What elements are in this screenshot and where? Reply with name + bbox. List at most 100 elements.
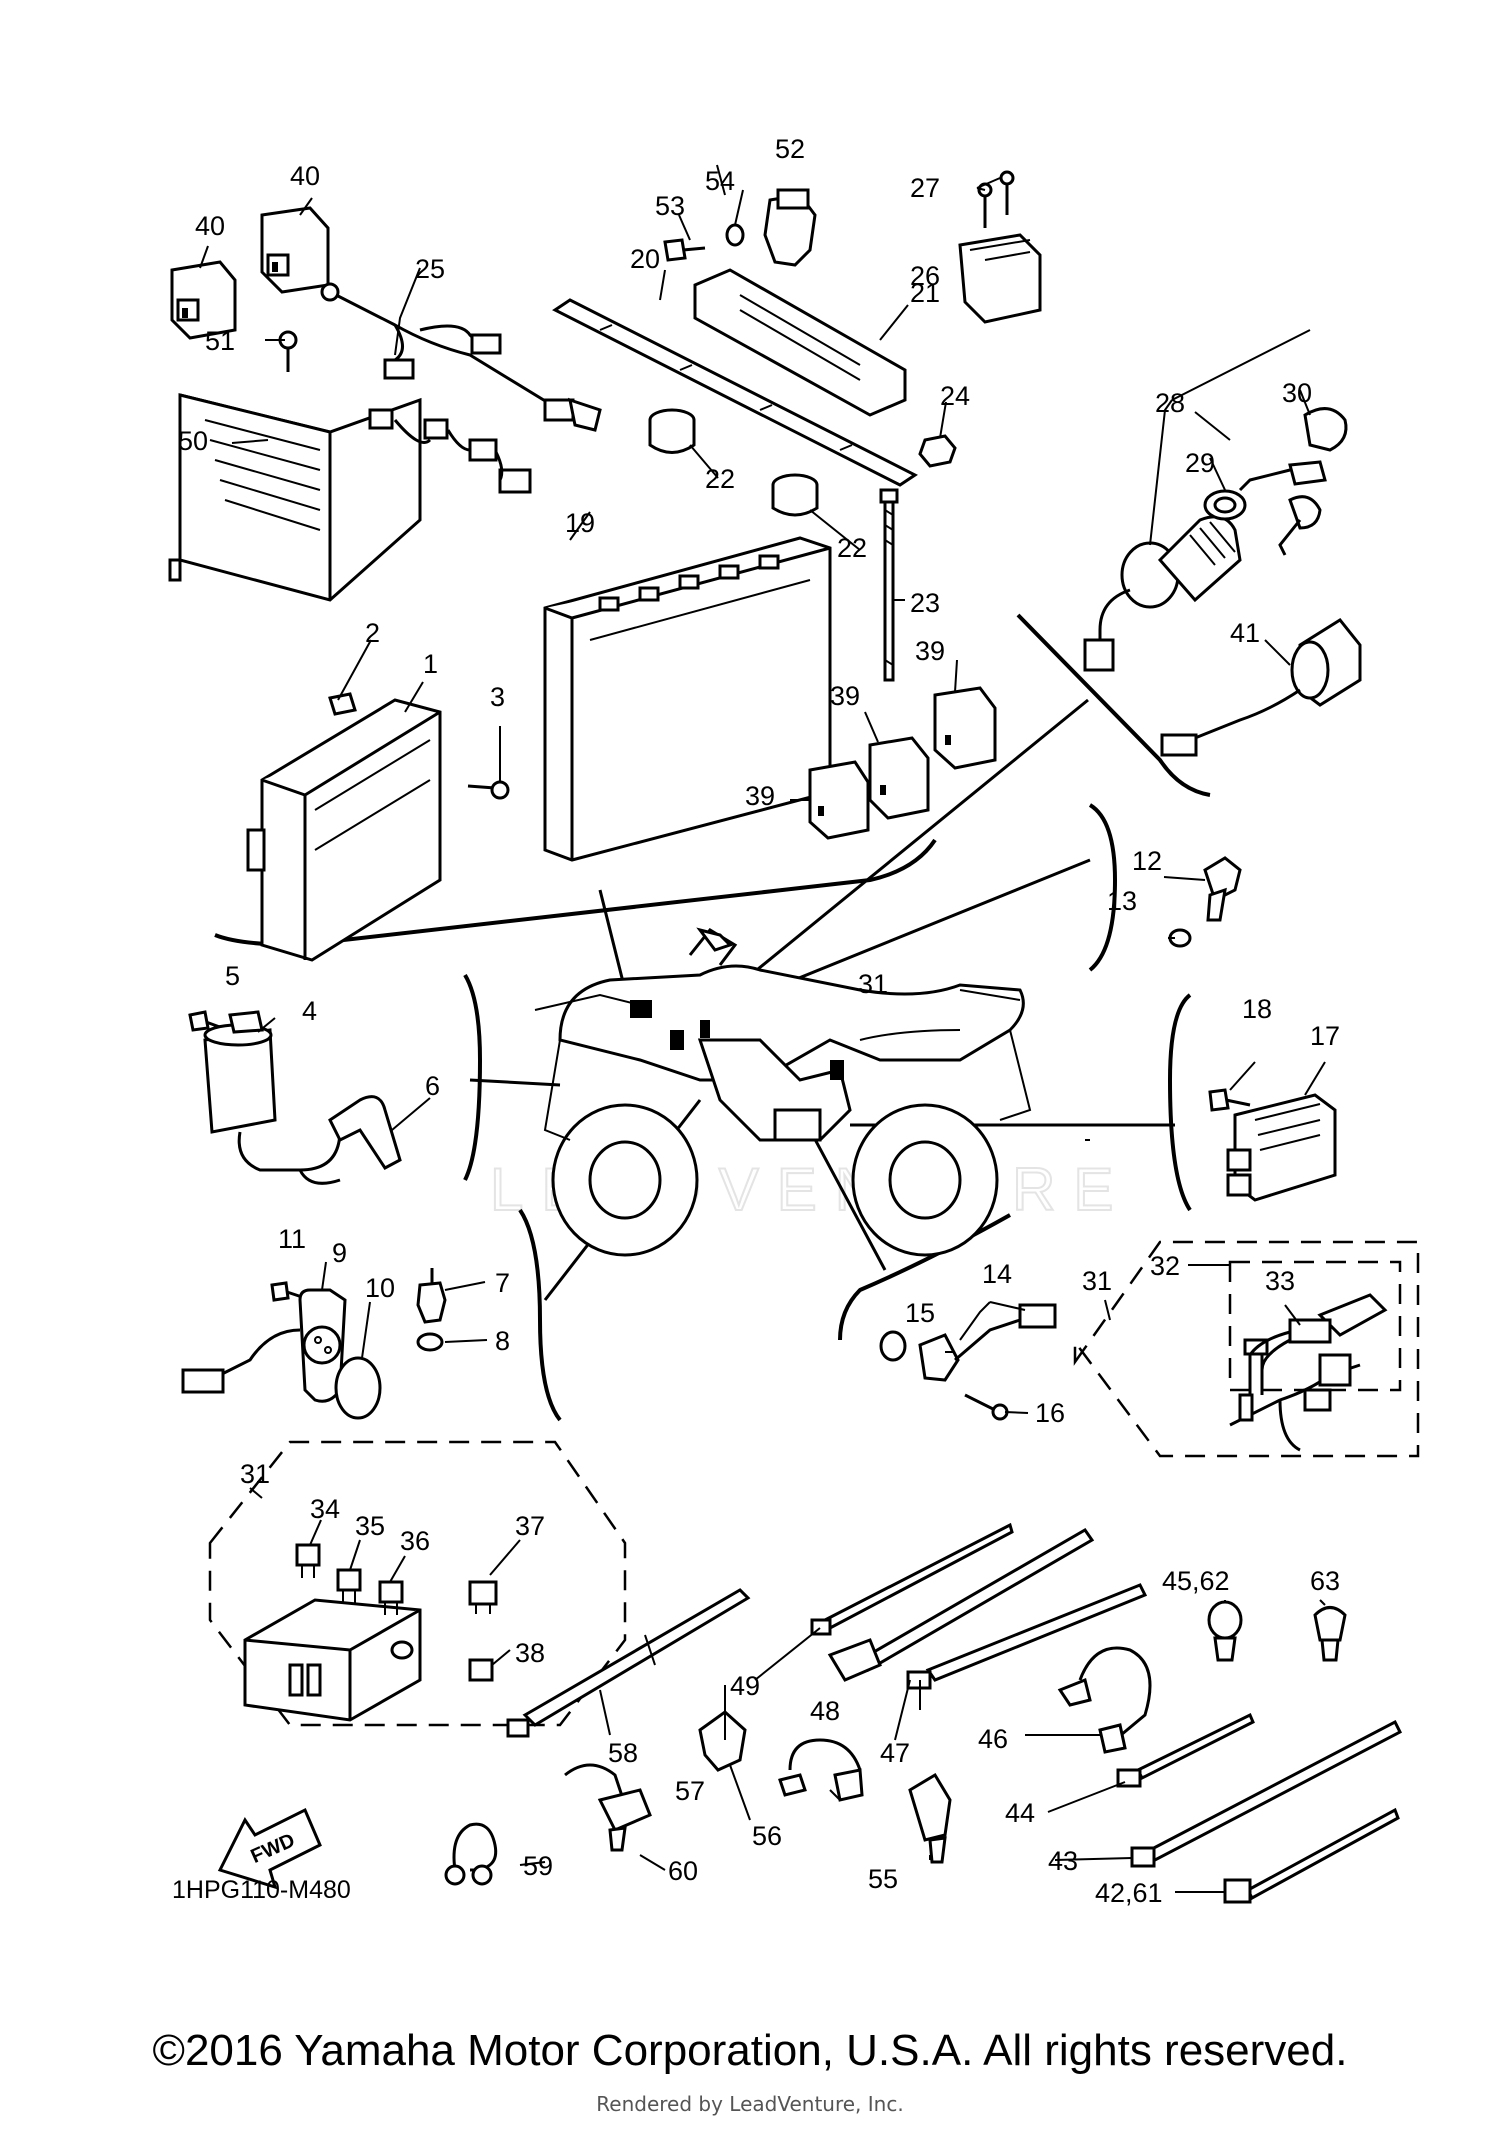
callout-2: 2 (365, 618, 380, 648)
callout-26: 26 (910, 261, 940, 291)
callout-39c: 39 (745, 781, 775, 811)
callout-10: 10 (365, 1273, 395, 1303)
callout-12: 12 (1132, 846, 1162, 876)
callout-3: 3 (490, 682, 505, 712)
callout-38: 38 (515, 1638, 545, 1668)
callout-35: 35 (355, 1511, 385, 1541)
callout-19: 19 (565, 508, 595, 538)
callout-31c: 31 (240, 1459, 270, 1489)
callout-46: 46 (978, 1724, 1008, 1754)
cable-tie-58 (506, 1588, 751, 1738)
fuse-box-31 (243, 1598, 422, 1722)
callout-36: 36 (400, 1526, 430, 1556)
callout-22b: 22 (837, 533, 867, 563)
callout-52: 52 (775, 134, 805, 164)
clamp-45 (1207, 1600, 1243, 1662)
harness-sub-outline (1228, 1260, 1402, 1392)
thermo-switch-12 (1203, 856, 1242, 922)
callout-45: 45,62 (1162, 1566, 1230, 1596)
callout-4: 4 (302, 996, 317, 1026)
battery-cover-21 (693, 268, 907, 417)
callout-47: 47 (880, 1738, 910, 1768)
callout-27: 27 (910, 173, 940, 203)
callout-34: 34 (310, 1494, 340, 1524)
callout-22a: 22 (705, 464, 735, 494)
callout-5: 5 (225, 961, 240, 991)
relay-39c (808, 760, 870, 840)
ecu-1 (246, 698, 442, 962)
callout-41: 41 (1230, 618, 1260, 648)
callout-32: 32 (1150, 1251, 1180, 1281)
callout-43: 43 (1048, 1846, 1078, 1876)
callout-30: 30 (1282, 378, 1312, 408)
sensor-14 (918, 1303, 1057, 1382)
callout-48: 48 (810, 1696, 840, 1726)
coupler-33 (1248, 1293, 1388, 1371)
callout-16: 16 (1035, 1398, 1065, 1428)
rectifier-17 (1226, 1093, 1337, 1202)
sensor-7 (416, 1268, 447, 1324)
fuse-35 (336, 1568, 362, 1603)
callout-31b: 31 (1082, 1266, 1112, 1296)
callout-8: 8 (495, 1326, 510, 1356)
callout-44: 44 (1005, 1798, 1035, 1828)
nut-24 (918, 434, 957, 468)
copyright-notice: ©2016 Yamaha Motor Corporation, U.S.A. A… (152, 2026, 1348, 2075)
cable-tie-49 (810, 1522, 1014, 1636)
clamp-60 (564, 1763, 652, 1852)
callout-49: 49 (730, 1671, 760, 1701)
relay-40a (170, 260, 237, 340)
clamp-57 (698, 1710, 747, 1772)
drawing-code: 1HPG110-M480 (172, 1876, 351, 1904)
callout-57: 57 (675, 1776, 705, 1806)
loop-clamp-59 (444, 1822, 498, 1886)
callout-9: 9 (332, 1238, 347, 1268)
starter-relay-26 (958, 233, 1042, 324)
relay-39a (933, 686, 997, 770)
clamp-56 (778, 1738, 864, 1802)
cdi-unit-50 (168, 393, 532, 602)
fuse-36 (378, 1580, 404, 1615)
callout-55: 55 (868, 1864, 898, 1894)
callout-18: 18 (1242, 994, 1272, 1024)
damper-22a (648, 408, 696, 454)
wire-harness-31 (1229, 1338, 1361, 1452)
callout-1: 1 (423, 649, 438, 679)
bolt-16 (964, 1393, 1009, 1421)
callout-39b: 39 (830, 681, 860, 711)
screw-51 (278, 330, 298, 372)
callout-6: 6 (425, 1071, 440, 1101)
washer-54 (725, 223, 745, 247)
gasket-8 (416, 1332, 444, 1352)
callout-17: 17 (1310, 1021, 1340, 1051)
nut-29 (1203, 489, 1247, 521)
callout-50: 50 (178, 426, 208, 456)
o-ring-10 (334, 1356, 382, 1420)
callout-31a: 31 (858, 969, 888, 999)
callout-20: 20 (630, 244, 660, 274)
relay-39b (868, 736, 930, 820)
callout-25: 25 (415, 254, 445, 284)
o-ring-15 (879, 1330, 907, 1362)
callout-11: 11 (278, 1224, 306, 1254)
callout-labels: 1 2 3 4 5 6 7 8 9 10 11 12 13 14 15 16 1… (178, 134, 1340, 1908)
callout-37: 37 (515, 1511, 545, 1541)
bolt-18 (1208, 1088, 1251, 1112)
main-switch-28 (1083, 515, 1242, 672)
callout-23: 23 (910, 588, 940, 618)
callout-40a: 40 (195, 211, 225, 241)
plug-cap-6 (298, 1095, 402, 1185)
atv-vehicle-illustration (534, 927, 1032, 1257)
bolt-23 (879, 488, 899, 682)
cable-tie-44 (1116, 1712, 1255, 1788)
callout-14: 14 (982, 1259, 1012, 1289)
callout-40b: 40 (290, 161, 320, 191)
screw-3 (467, 780, 510, 800)
cable-tie-42 (1223, 1807, 1400, 1904)
clamp-63 (1313, 1606, 1347, 1662)
fwd-arrow-icon: FWD (217, 1807, 322, 1890)
battery-19 (543, 536, 832, 862)
callout-29: 29 (1185, 448, 1215, 478)
callout-54: 54 (705, 166, 735, 196)
